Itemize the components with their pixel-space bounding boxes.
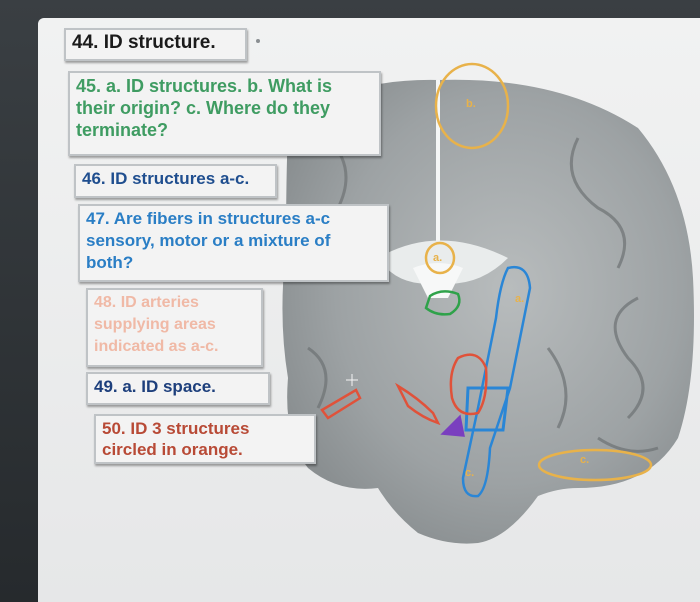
brain-section-image bbox=[282, 62, 694, 544]
question-47-label: 47. Are fibers in structures a-c sensory… bbox=[78, 204, 389, 282]
red-outline-far-left bbox=[320, 388, 362, 420]
green-outline bbox=[424, 290, 461, 316]
marker-a-blue: a. bbox=[515, 293, 525, 305]
orange-circle-b bbox=[434, 62, 510, 150]
orange-ellipse-c bbox=[537, 448, 653, 482]
question-49-label: 49. a. ID space. bbox=[86, 372, 270, 405]
crosshair-icon bbox=[346, 374, 358, 386]
ventricle bbox=[413, 263, 463, 298]
brain-outline bbox=[282, 79, 694, 544]
marker-c-blue: c. bbox=[465, 467, 475, 479]
question-45-label: 45. a. ID structures. b. What is their o… bbox=[68, 71, 381, 156]
bullet-dot bbox=[256, 39, 260, 43]
blue-outline bbox=[461, 265, 532, 498]
orange-circle-a bbox=[424, 241, 456, 275]
question-48-label: 48. ID arteries supplying areas indicate… bbox=[86, 288, 263, 367]
marker-c-orange: c. bbox=[580, 454, 590, 466]
question-46-label: 46. ID structures a-c. bbox=[74, 164, 277, 198]
purple-triangle bbox=[440, 414, 465, 437]
question-50-label: 50. ID 3 structures circled in orange. bbox=[94, 414, 316, 464]
marker-b-top: b. bbox=[466, 98, 476, 110]
marker-a-top: a. bbox=[433, 252, 443, 264]
red-outline-left bbox=[394, 382, 441, 426]
callosum bbox=[378, 240, 508, 284]
question-44-label: 44. ID structure. bbox=[64, 28, 247, 61]
blue-box bbox=[464, 386, 510, 432]
image-viewer: b. a. a. c. c. 44. ID structure. 45. a. … bbox=[38, 18, 700, 602]
red-outline-center bbox=[449, 353, 488, 416]
